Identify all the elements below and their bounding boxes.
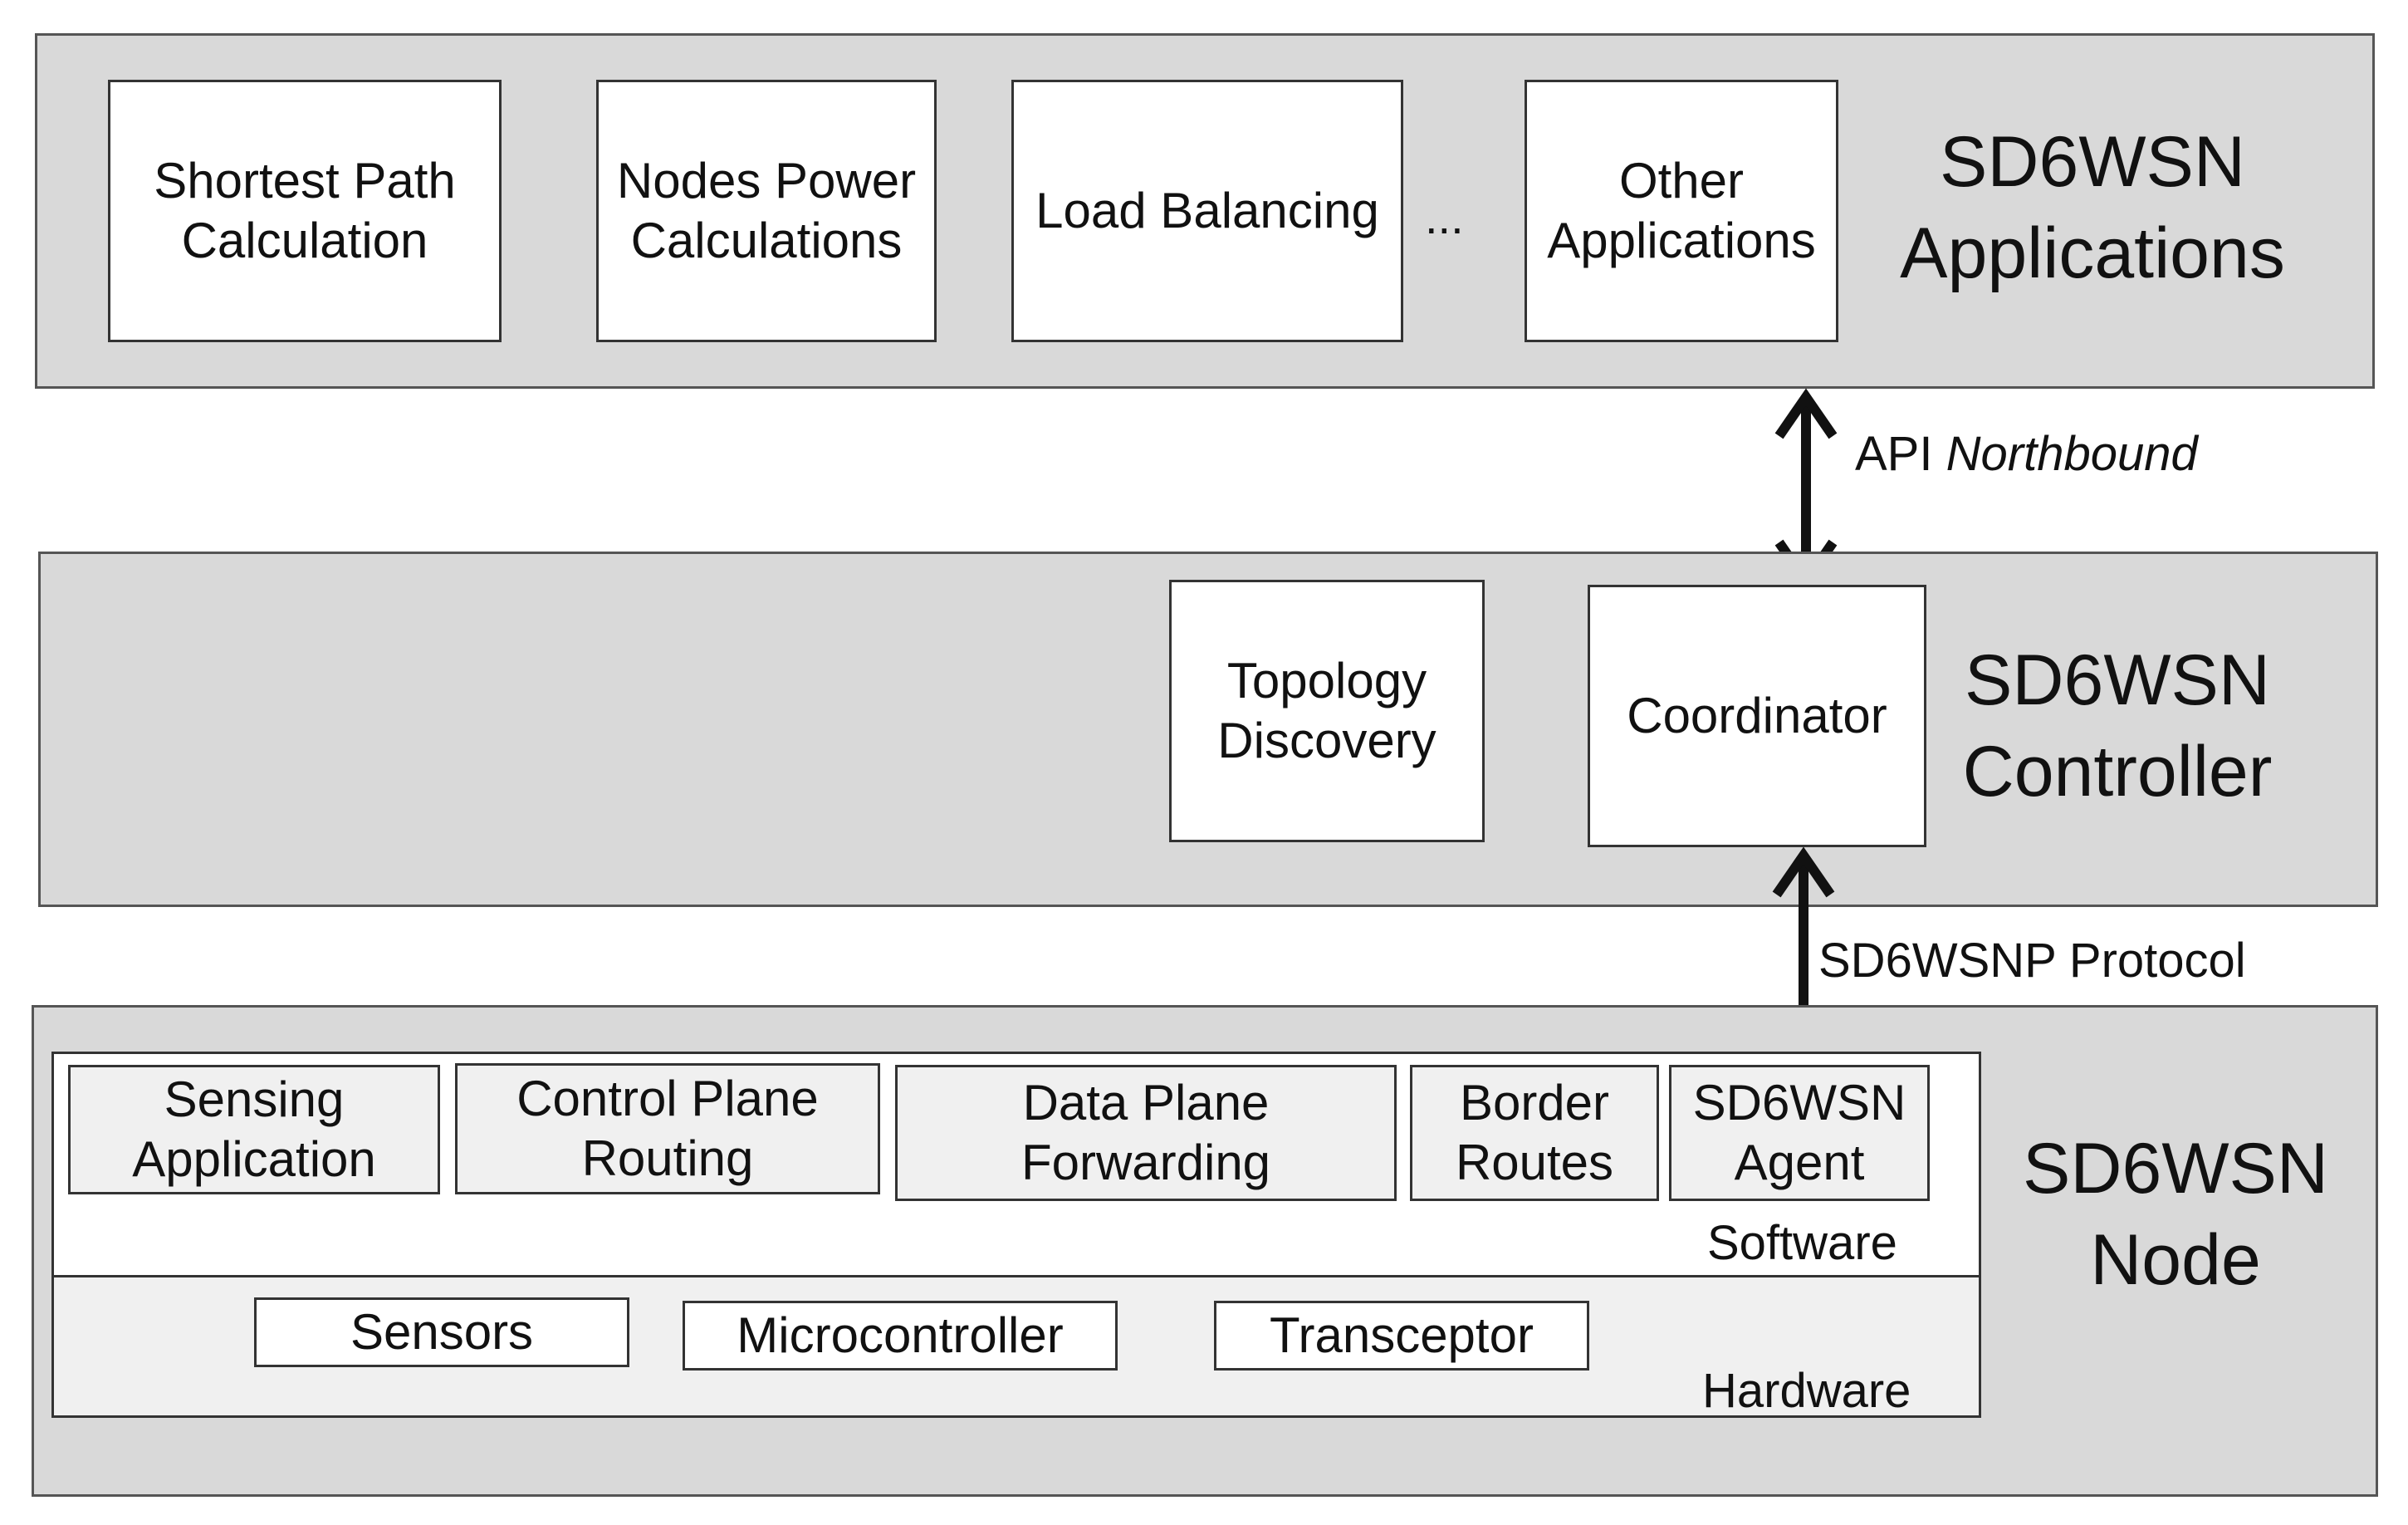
northbound-label: Northbound	[1945, 427, 2198, 481]
applications-layer-title: SD6WSN Applications	[1900, 122, 2285, 293]
transceptor-box: Transceptor	[1214, 1301, 1589, 1371]
protocol-label: SD6WSNP Protocol	[1818, 934, 2246, 988]
hardware-label: Hardware	[1702, 1364, 1911, 1418]
software-label: Software	[1707, 1216, 1897, 1270]
border-routes-box: Border Routes	[1410, 1065, 1659, 1201]
sensing-application-box: Sensing Application	[68, 1065, 440, 1194]
sensors-box: Sensors	[254, 1297, 629, 1367]
sd6wsn-agent-box: SD6WSN Agent	[1669, 1065, 1930, 1201]
other-applications-box: Other Applications	[1525, 80, 1838, 342]
load-balancing-box: Load Balancing	[1011, 80, 1403, 342]
controller-layer-title: SD6WSN Controller	[1962, 640, 2273, 812]
api-label: API	[1855, 427, 1933, 481]
nodes-power-box: Nodes Power Calculations	[596, 80, 937, 342]
northbound-api-label: API Northbound	[1855, 427, 2198, 482]
data-plane-forwarding-box: Data Plane Forwarding	[895, 1065, 1397, 1201]
topology-discovery-box: Topology Discovery	[1169, 580, 1485, 842]
shortest-path-box: Shortest Path Calculation	[108, 80, 502, 342]
microcontroller-box: Microcontroller	[683, 1301, 1118, 1371]
node-layer-title: SD6WSN Node	[2023, 1129, 2328, 1300]
coordinator-box: Coordinator	[1588, 585, 1926, 847]
applications-ellipsis: ...	[1425, 191, 1464, 243]
control-plane-routing-box: Control Plane Routing	[455, 1063, 880, 1194]
